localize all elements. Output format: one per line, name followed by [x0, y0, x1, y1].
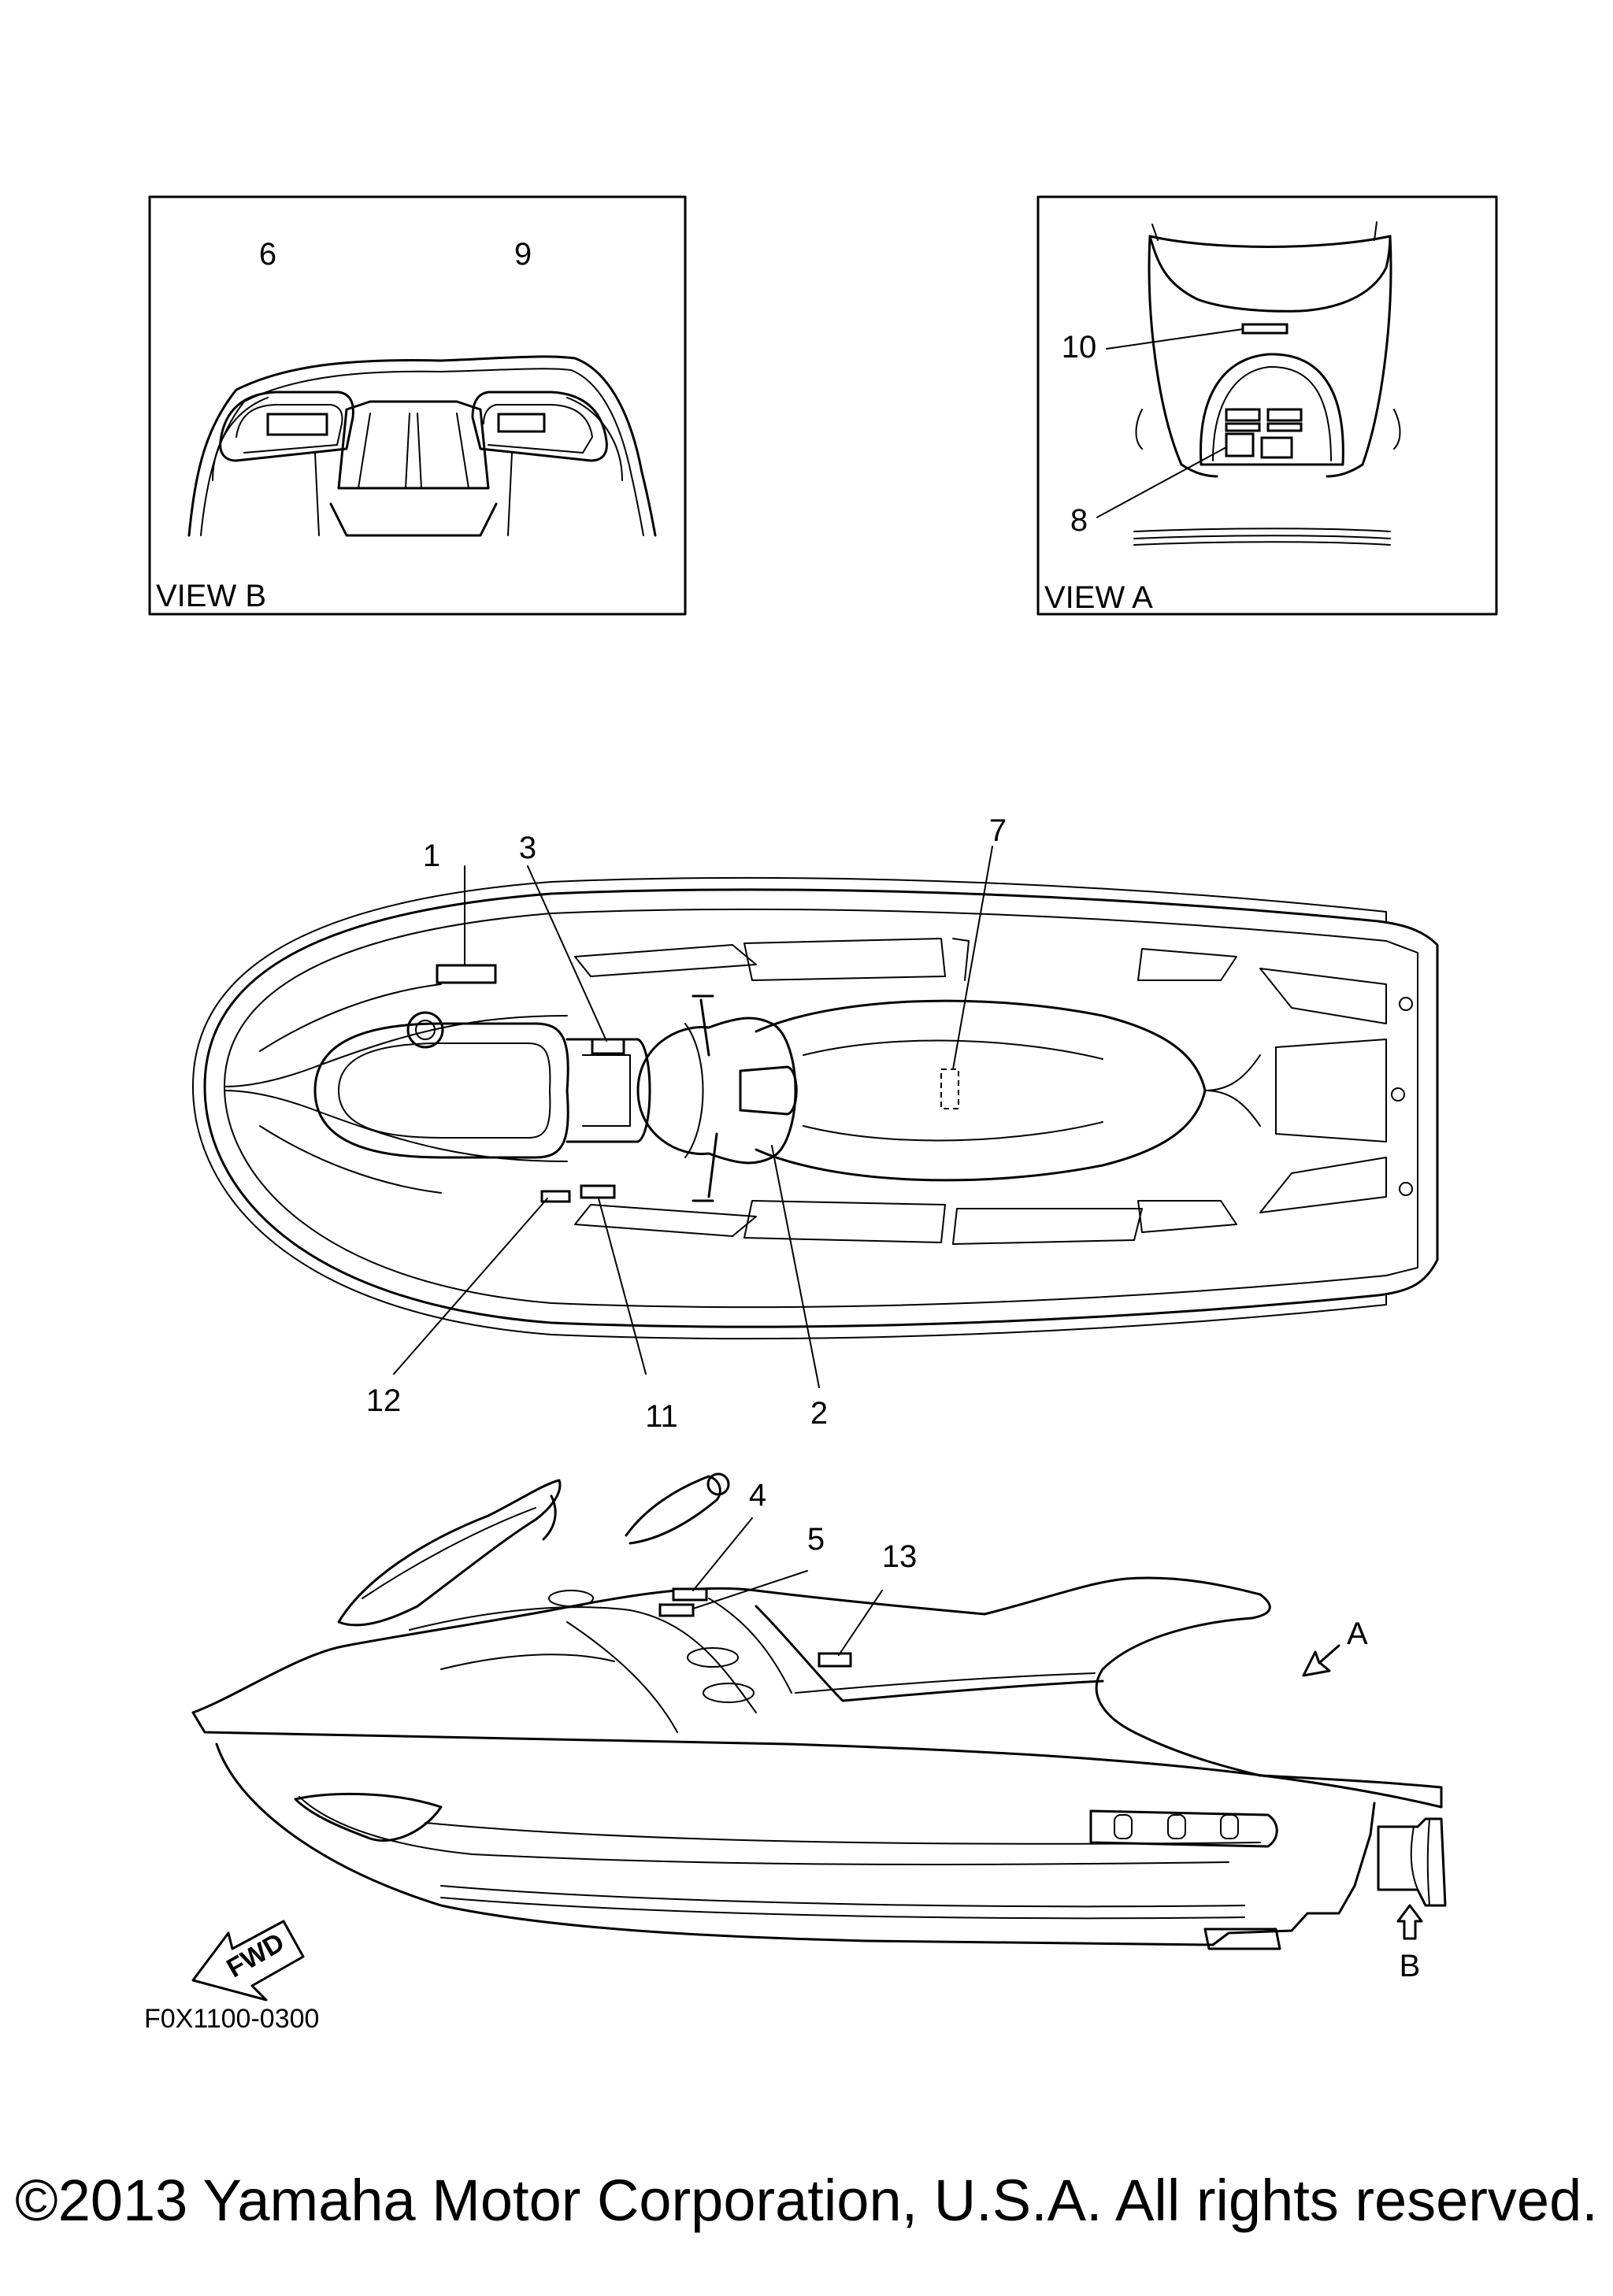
top-view: 1 3 7 12 11 2: [192, 813, 1439, 1434]
view-a-arrow-icon: [1302, 1644, 1340, 1677]
callout-4: 4: [749, 1478, 766, 1513]
label-7-decal-hidden: [940, 1068, 959, 1109]
view-a-inset: 10 8 VIEW A: [1036, 195, 1498, 616]
callout-13: 13: [882, 1539, 918, 1574]
label-11-decal: [580, 1184, 616, 1199]
callout-6: 6: [259, 237, 276, 272]
view-b-arrow-icon: [1396, 1904, 1423, 1940]
callout-10: 10: [1062, 330, 1097, 365]
label-6-decal: [266, 413, 328, 436]
label-8-decal-f: [1260, 436, 1293, 459]
callout-12: 12: [366, 1383, 402, 1418]
label-12-decal: [540, 1190, 571, 1203]
label-9-decal: [497, 413, 546, 433]
copyright-notice: ©2013 Yamaha Motor Corporation, U.S.A. A…: [15, 2168, 1598, 2233]
label-3-decal: [591, 1038, 625, 1055]
side-view: 4 5 13 A B FWD F0X1100-0300: [144, 1472, 1447, 2034]
label-8-decal-d: [1266, 422, 1303, 432]
label-8-decal-c: [1225, 422, 1261, 432]
label-8-decal-b: [1266, 408, 1303, 422]
label-8-decal-e: [1225, 432, 1255, 457]
mirror-knob: [706, 1472, 730, 1496]
callout-7: 7: [989, 813, 1007, 848]
callout-3: 3: [519, 831, 536, 865]
view-a-marker: A: [1347, 1616, 1368, 1651]
label-1-decal: [436, 964, 497, 984]
label-5-decal: [658, 1603, 695, 1617]
callout-5: 5: [807, 1522, 825, 1557]
view-a-label: VIEW A: [1044, 580, 1153, 615]
label-10-decal: [1241, 323, 1289, 335]
callout-8: 8: [1070, 503, 1088, 538]
label-8-decal-a: [1225, 408, 1261, 422]
view-a-frame: [1036, 195, 1498, 616]
fuel-cap: [406, 1011, 444, 1049]
label-4-decal: [672, 1587, 708, 1602]
figure-code: F0X1100-0300: [144, 2004, 319, 2034]
view-b-frame: [148, 195, 687, 616]
callout-2: 2: [810, 1396, 828, 1431]
view-b-marker: B: [1400, 1949, 1421, 1983]
label-13-decal: [818, 1652, 852, 1668]
callout-9: 9: [514, 237, 532, 272]
view-b-label: VIEW B: [156, 579, 266, 613]
callout-1: 1: [423, 839, 440, 873]
fwd-arrow-icon: FWD: [191, 1920, 305, 2002]
view-b-inset: 6 9 VIEW B: [148, 195, 687, 616]
callout-11: 11: [645, 1399, 678, 1434]
